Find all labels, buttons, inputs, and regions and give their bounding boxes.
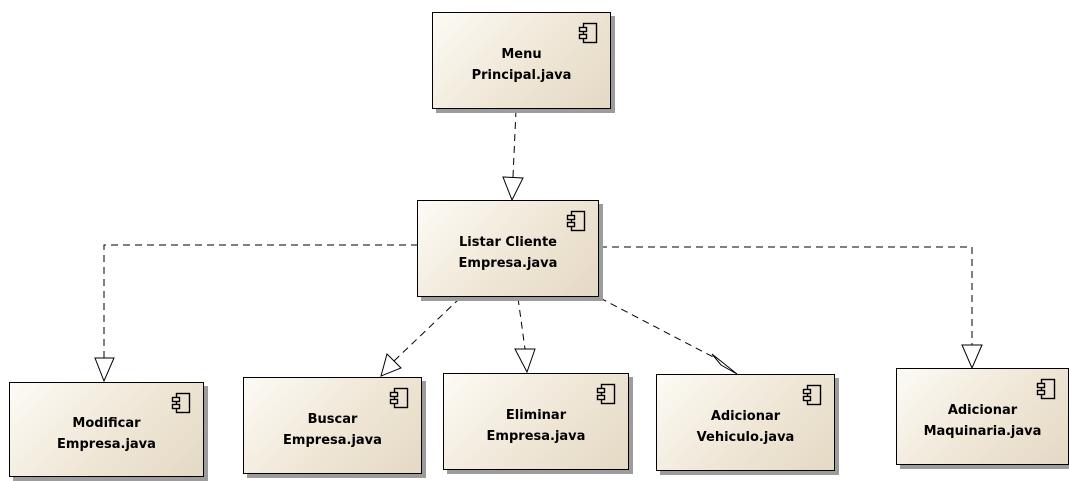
uml-component-icon [802,384,822,406]
component-name-line-2: Vehiculo.java [696,429,795,445]
component-name-line-1: Modificar [72,415,141,431]
dependency-menu-to-listar [512,109,517,178]
dependency-listar-to-modificar [103,244,418,358]
component-label: Adicionar Vehiculo.java [657,406,834,448]
arrowhead-maquinaria [961,344,983,370]
component-name-line-1: Buscar [307,411,358,427]
component-name-line-1: Menu [501,46,542,62]
component-name-line-1: Eliminar [505,407,567,423]
uml-component-icon [596,383,616,405]
component-label: Modificar Empresa.java [10,413,203,455]
uml-component-icon [389,387,409,409]
uml-component-icon [578,22,598,44]
component-name-line-1: Listar Cliente [459,234,557,250]
component-adicionar-vehiculo[interactable]: Adicionar Vehiculo.java [656,374,835,471]
uml-component-icon [171,392,191,414]
dependency-listar-to-maquinaria [600,246,973,345]
component-name-line-2: Principal.java [471,67,572,83]
component-menu-principal[interactable]: Menu Principal.java [432,12,611,109]
component-label: Adicionar Maquinaria.java [897,400,1068,442]
component-buscar-empresa[interactable]: Buscar Empresa.java [243,377,422,474]
dependency-listar-to-vehiculo [599,297,718,360]
arrowhead-modificar [94,357,115,383]
component-eliminar-empresa[interactable]: Eliminar Empresa.java [443,373,629,470]
component-label: Buscar Empresa.java [244,409,421,451]
dependency-listar-to-eliminar [517,297,526,350]
dependency-listar-to-buscar [393,297,461,362]
arrowhead-buscar [380,353,402,377]
component-label: Eliminar Empresa.java [444,405,628,447]
component-modificar-empresa[interactable]: Modificar Empresa.java [9,382,204,477]
component-name-line-1: Adicionar [710,408,781,424]
component-label: Listar Cliente Empresa.java [418,232,598,274]
component-name-line-2: Empresa.java [57,436,156,452]
component-name-line-2: Empresa.java [283,432,382,448]
arrowhead-vehiculo [711,353,738,375]
component-name-line-2: Maquinaria.java [923,423,1042,439]
uml-component-icon [566,210,586,232]
uml-component-icon [1036,378,1056,400]
component-name-line-2: Empresa.java [486,428,586,444]
component-listar-cliente-empresa[interactable]: Listar Cliente Empresa.java [417,200,599,297]
component-label: Menu Principal.java [433,44,610,86]
arrowhead-listar [502,176,524,202]
arrowhead-eliminar [514,348,536,374]
component-name-line-2: Empresa.java [458,255,558,271]
component-name-line-1: Adicionar [947,402,1018,418]
component-adicionar-maquinaria[interactable]: Adicionar Maquinaria.java [896,368,1069,465]
